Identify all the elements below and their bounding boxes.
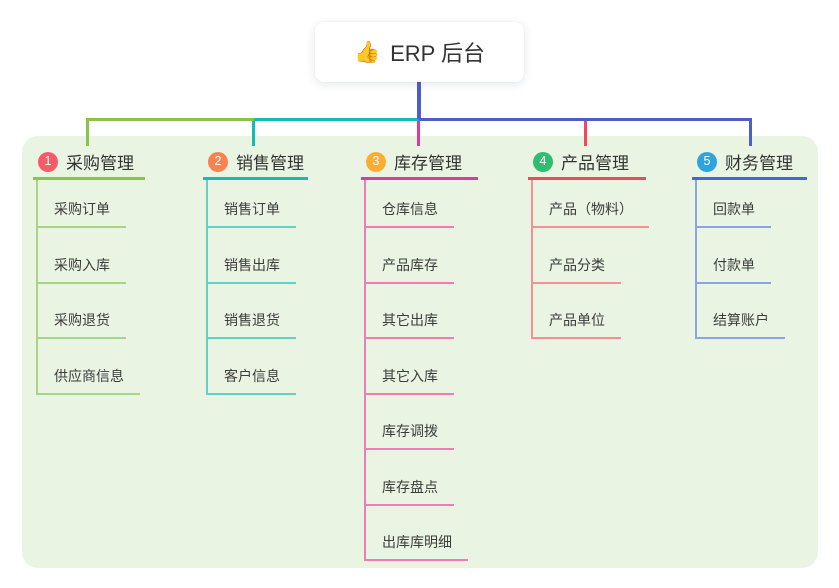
child-node[interactable]: 库存调拨 <box>366 395 454 450</box>
connector-bus-segment-teal <box>254 118 419 121</box>
child-node[interactable]: 供应商信息 <box>38 339 140 395</box>
branch-product-management: 4 产品管理 产品（物料） 产品分类 产品单位 <box>528 146 649 339</box>
branch-finance-management: 5 财务管理 回款单 付款单 结算账户 <box>692 146 807 339</box>
branch-drop-line-5 <box>749 118 752 146</box>
branch-node-purchase[interactable]: 1 采购管理 <box>33 146 145 180</box>
thumbs-up-icon: 👍 <box>353 40 381 64</box>
branch-node-sales[interactable]: 2 销售管理 <box>203 146 308 180</box>
branch-drop-line-2 <box>252 118 255 146</box>
child-node[interactable]: 采购订单 <box>38 180 126 228</box>
child-node[interactable]: 出库库明细 <box>366 506 468 561</box>
branch-label: 销售管理 <box>236 154 304 173</box>
branch-number-badge: 3 <box>366 151 386 172</box>
child-node[interactable]: 其它出库 <box>366 284 454 339</box>
child-node[interactable]: 产品库存 <box>366 228 454 284</box>
branch-number-badge: 2 <box>208 151 228 172</box>
child-node[interactable]: 销售出库 <box>208 228 296 284</box>
root-connector-line <box>417 82 421 119</box>
child-node[interactable]: 产品单位 <box>533 284 621 339</box>
branch-number-badge: 1 <box>38 151 58 172</box>
branch-label: 产品管理 <box>561 154 629 173</box>
child-node[interactable]: 结算账户 <box>697 284 785 339</box>
branch-drop-line-4 <box>584 118 587 146</box>
branch-number-badge: 5 <box>697 151 717 172</box>
branch-label: 财务管理 <box>725 154 793 173</box>
connector-bus-segment-indigo <box>419 118 752 121</box>
branch-sales-management: 2 销售管理 销售订单 销售出库 销售退货 客户信息 <box>203 146 308 395</box>
mindmap-background-panel <box>22 136 818 568</box>
branch-children: 仓库信息 产品库存 其它出库 其它入库 库存调拨 库存盘点 出库库明细 <box>364 180 468 561</box>
child-node[interactable]: 客户信息 <box>208 339 296 395</box>
branch-children: 产品（物料） 产品分类 产品单位 <box>531 180 649 339</box>
child-node[interactable]: 付款单 <box>697 228 771 284</box>
child-node[interactable]: 销售退货 <box>208 284 296 339</box>
child-node[interactable]: 采购入库 <box>38 228 126 284</box>
child-node[interactable]: 产品（物料） <box>533 180 649 228</box>
branch-node-product[interactable]: 4 产品管理 <box>528 146 646 180</box>
child-node[interactable]: 回款单 <box>697 180 771 228</box>
branch-label: 库存管理 <box>394 154 462 173</box>
child-node[interactable]: 采购退货 <box>38 284 126 339</box>
root-node-label: ERP 后台 <box>390 41 486 66</box>
branch-drop-line-1 <box>86 118 89 146</box>
root-node[interactable]: 👍 ERP 后台 <box>315 22 524 82</box>
branch-children: 销售订单 销售出库 销售退货 客户信息 <box>206 180 296 395</box>
branch-number-badge: 4 <box>533 151 553 172</box>
branch-node-inventory[interactable]: 3 库存管理 <box>361 146 478 180</box>
branch-inventory-management: 3 库存管理 仓库信息 产品库存 其它出库 其它入库 库存调拨 库存盘点 出库库… <box>361 146 478 561</box>
branch-children: 采购订单 采购入库 采购退货 供应商信息 <box>36 180 140 395</box>
branch-children: 回款单 付款单 结算账户 <box>695 180 785 339</box>
branch-node-finance[interactable]: 5 财务管理 <box>692 146 807 180</box>
child-node[interactable]: 产品分类 <box>533 228 621 284</box>
child-node[interactable]: 仓库信息 <box>366 180 454 228</box>
child-node[interactable]: 销售订单 <box>208 180 296 228</box>
branch-purchase-management: 1 采购管理 采购订单 采购入库 采购退货 供应商信息 <box>33 146 145 395</box>
child-node[interactable]: 库存盘点 <box>366 450 454 506</box>
connector-bus-segment-green <box>86 118 254 121</box>
branch-drop-line-3 <box>417 118 420 146</box>
branch-label: 采购管理 <box>66 154 134 173</box>
child-node[interactable]: 其它入库 <box>366 339 454 395</box>
